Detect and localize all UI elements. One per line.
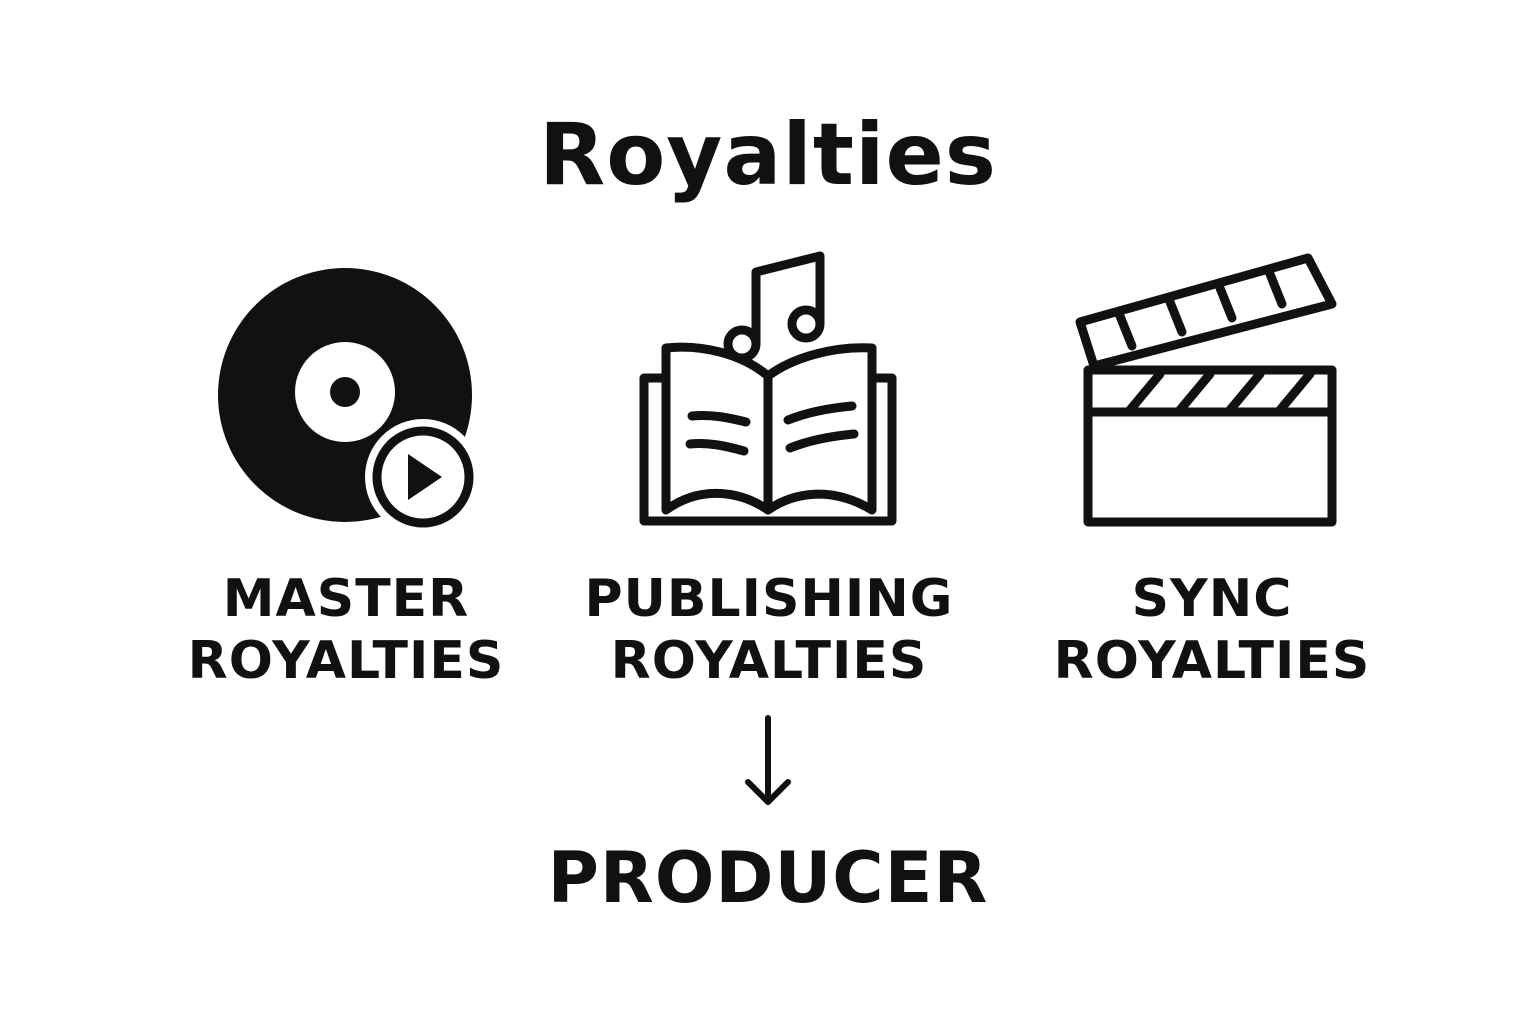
category-label-master: MASTER ROYALTIES xyxy=(136,568,556,692)
category-label-line1: MASTER xyxy=(222,569,470,629)
category-label-publishing: PUBLISHING ROYALTIES xyxy=(556,568,982,692)
category-label-line1: SYNC xyxy=(1131,569,1293,629)
category-label-line2: ROYALTIES xyxy=(1053,631,1371,691)
book-music-note-icon xyxy=(632,248,904,533)
clapperboard-icon xyxy=(1070,250,1350,530)
diagram-title: Royalties xyxy=(539,105,997,205)
arrow-down-icon xyxy=(738,712,798,812)
category-label-line2: ROYALTIES xyxy=(610,631,928,691)
vinyl-record-play-icon xyxy=(210,260,490,540)
category-label-line1: PUBLISHING xyxy=(584,569,954,629)
producer-label: PRODUCER xyxy=(547,837,989,919)
category-label-line2: ROYALTIES xyxy=(187,631,505,691)
category-label-sync: SYNC ROYALTIES xyxy=(1002,568,1422,692)
